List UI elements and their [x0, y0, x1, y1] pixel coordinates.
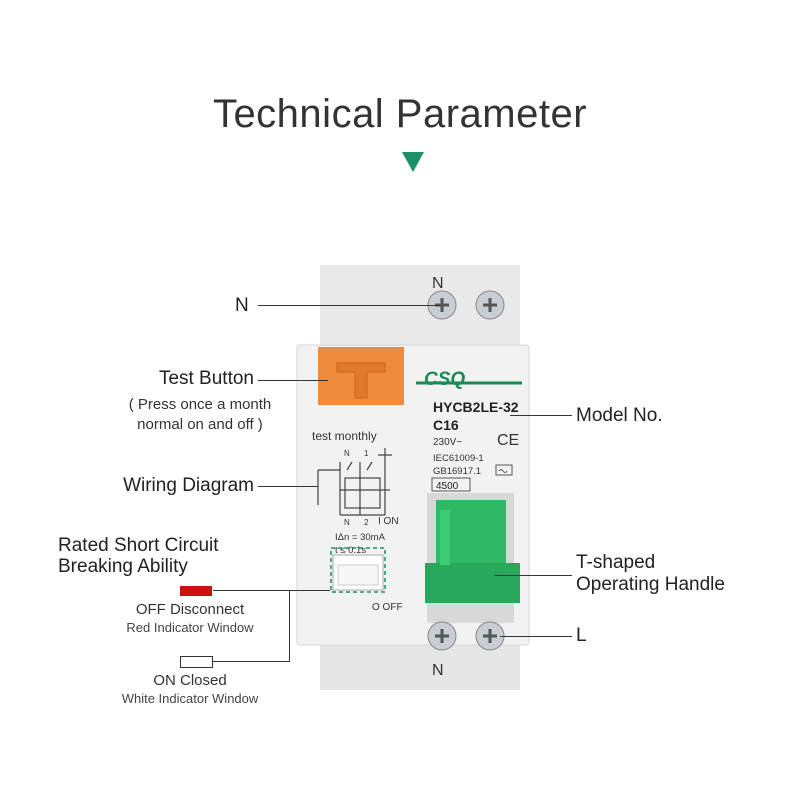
- label-on-sub: White Indicator Window: [121, 691, 259, 706]
- label-wiring-diagram: Wiring Diagram: [123, 475, 254, 496]
- device-brand: CSQ: [424, 369, 465, 390]
- page-title: Technical Parameter: [212, 92, 588, 136]
- callout-line-off: [213, 590, 290, 591]
- device-voltage: 230V~: [433, 437, 462, 448]
- diagram-n2: N: [344, 518, 350, 527]
- device-model: HYCB2LE-32: [433, 399, 519, 415]
- label-off-sub: Red Indicator Window: [126, 620, 254, 635]
- device-off-text: O OFF: [372, 602, 403, 613]
- callout-line-l: [500, 636, 572, 637]
- wiring-diagram-schematic: [317, 448, 392, 516]
- label-rated-2: Breaking Ability: [58, 556, 188, 577]
- callout-line-test: [258, 380, 328, 381]
- label-test-note-1: ( Press once a month: [128, 396, 272, 413]
- label-n-top: N: [235, 295, 249, 316]
- device-idn: IΔn = 30mA: [335, 532, 386, 543]
- label-handle-2: Operating Handle: [576, 574, 725, 595]
- handle-bar: [425, 563, 520, 603]
- device-std2: GB16917.1: [433, 466, 481, 477]
- device-t: t ≤ 0.1s: [335, 545, 366, 556]
- device-rating: C16: [433, 417, 459, 433]
- label-on-title: ON Closed: [153, 672, 227, 689]
- diagram-n: N: [344, 449, 350, 458]
- callout-line-n: [258, 305, 440, 306]
- device-on-text: I ON: [378, 516, 399, 527]
- callout-line-indicator: [290, 590, 330, 591]
- label-handle-1: T-shaped: [576, 552, 656, 573]
- label-rated-1: Rated Short Circuit: [58, 535, 219, 556]
- label-l: L: [576, 625, 587, 646]
- callout-line-handle: [495, 575, 572, 576]
- device-test-text: test monthly: [312, 429, 377, 443]
- diagram-2: 2: [364, 518, 369, 527]
- off-red-indicator: [180, 586, 212, 596]
- label-test-button: Test Button: [158, 368, 254, 389]
- on-white-indicator: [180, 656, 213, 668]
- callout-line-on: [213, 661, 290, 662]
- label-model-no: Model No.: [576, 405, 663, 426]
- callout-line-model: [510, 415, 572, 416]
- diagram-1: 1: [364, 449, 369, 458]
- down-arrow-icon: [402, 152, 424, 172]
- callout-line-vertical: [289, 590, 290, 662]
- device-capacity: 4500: [436, 481, 459, 492]
- ce-mark: CE: [497, 432, 519, 449]
- device-n-top: N: [432, 275, 444, 292]
- label-off-title: OFF Disconnect: [135, 601, 245, 618]
- device-std1: IEC61009-1: [433, 453, 484, 464]
- device-n-bottom: N: [432, 662, 444, 679]
- label-test-note-2: normal on and off ): [137, 416, 263, 433]
- callout-line-wiring: [258, 486, 318, 487]
